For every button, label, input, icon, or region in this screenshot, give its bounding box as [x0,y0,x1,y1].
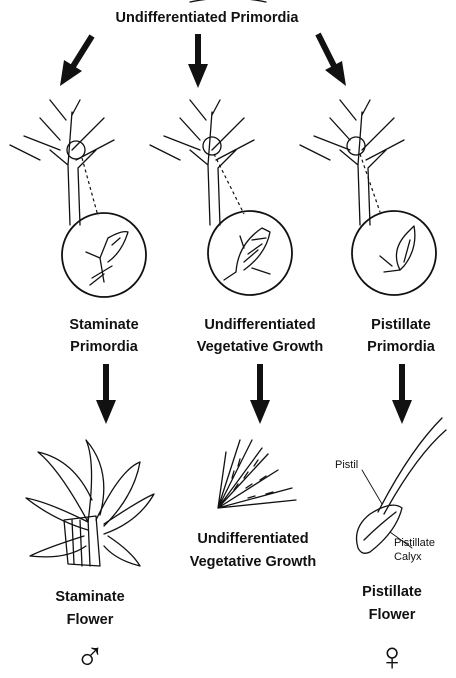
arrow-to-vegetative-result [250,364,270,424]
staminate-flower-label-2: Flower [67,612,114,628]
branch-sketch-staminate [10,100,114,225]
leader-line-pistillate [360,154,380,212]
staminate-flower-illustration [26,440,154,566]
leader-line-staminate [82,158,98,216]
pistillate-primordia-label-1: Pistillate [371,317,431,333]
vegetative-result-label-2: Vegetative Growth [190,554,317,570]
staminate-flower-label-1: Staminate [55,589,124,605]
arrow-to-pistillate [318,34,346,86]
calyx-annotation-1: Pistillate [394,537,435,549]
male-symbol-icon: ♂ [75,635,105,678]
branch-sketch-vegetative [150,100,254,225]
arrow-to-staminate-flower [96,364,116,424]
branch-sketch-pistillate [300,100,404,225]
arrow-to-pistillate-flower [392,364,412,424]
staminate-primordia-label-2: Primordia [70,339,139,355]
pistil-annotation: Pistil [335,459,358,471]
arrow-to-vegetative [188,34,208,88]
arrow-to-staminate [60,36,92,86]
top-arc [190,0,266,2]
female-symbol-icon: ♀ [377,635,407,678]
vegetative-growth-illustration [218,440,296,508]
magnified-pistillate-primordia [352,211,436,295]
calyx-annotation-2: Calyx [394,551,422,563]
magnified-vegetative-growth [208,211,292,295]
pistillate-flower-label-1: Pistillate [362,584,422,600]
pistillate-flower-illustration [357,418,447,553]
vegetative-result-label-1: Undifferentiated [197,531,308,547]
vegetative-growth-label-2: Vegetative Growth [197,339,324,355]
staminate-primordia-label-1: Staminate [69,317,138,333]
pistillate-primordia-label-2: Primordia [367,339,436,355]
magnified-staminate-primordia [62,213,146,297]
diagram-title: Undifferentiated Primordia [116,10,300,26]
vegetative-growth-label-1: Undifferentiated [204,317,315,333]
pistillate-flower-label-2: Flower [369,607,416,623]
